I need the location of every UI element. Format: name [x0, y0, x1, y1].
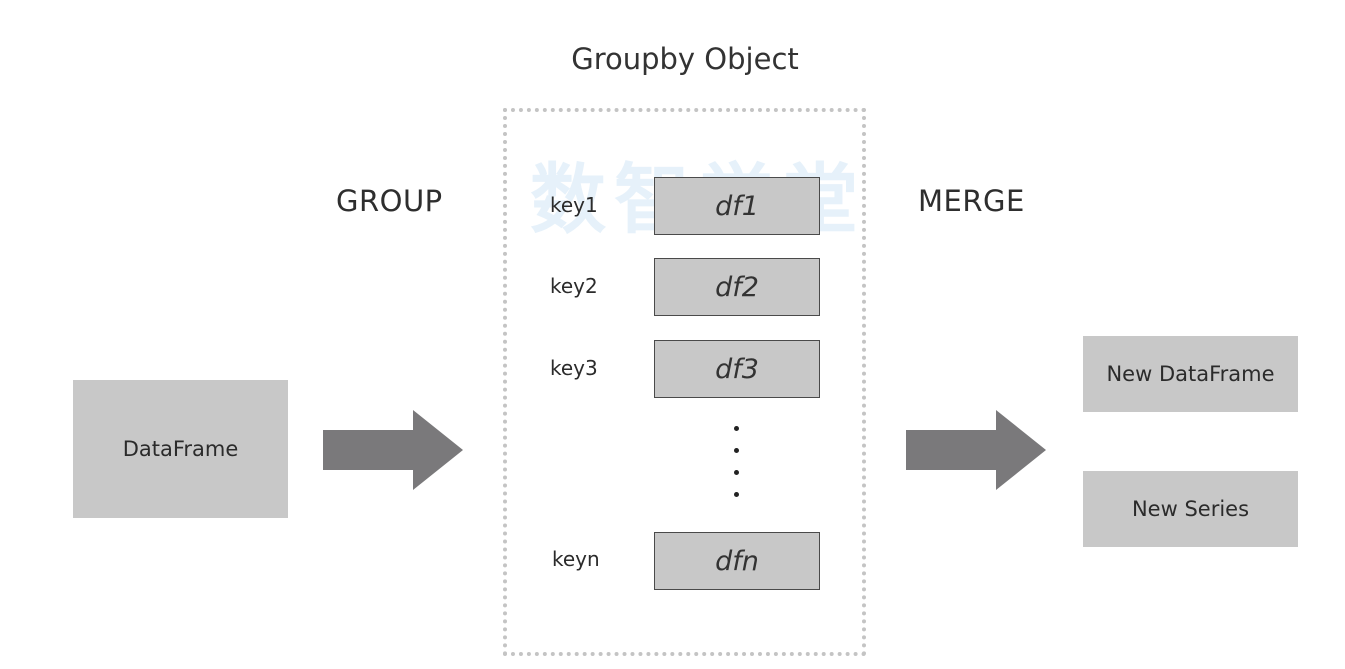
group-df-box: dfn: [654, 532, 820, 590]
group-df-box: df2: [654, 258, 820, 316]
group-key-label: keyn: [552, 547, 600, 571]
group-df-label: df1: [715, 190, 759, 222]
group-df-box: df1: [654, 177, 820, 235]
ellipsis-icon: [733, 420, 741, 500]
group-df-label: df3: [715, 353, 759, 385]
group-key-label: key1: [550, 193, 598, 217]
ellipsis-dot: [734, 492, 739, 497]
output-label: New Series: [1131, 497, 1250, 521]
group-df-label: df2: [715, 271, 759, 303]
input-dataframe-label: DataFrame: [122, 437, 239, 461]
group-df-box: df3: [654, 340, 820, 398]
output-label: New DataFrame: [1106, 362, 1275, 386]
group-key-label: key2: [550, 274, 598, 298]
group-arrow-icon: [323, 410, 463, 490]
merge-arrow-icon: [906, 410, 1046, 490]
merge-label: MERGE: [918, 184, 1025, 218]
diagram-title: Groupby Object: [571, 42, 799, 76]
group-key-label: key3: [550, 356, 598, 380]
ellipsis-dot: [734, 470, 739, 475]
ellipsis-dot: [734, 426, 739, 431]
group-label: GROUP: [336, 184, 443, 218]
input-dataframe-box: DataFrame: [73, 380, 288, 518]
output-new-dataframe-box: New DataFrame: [1083, 336, 1298, 412]
output-new-series-box: New Series: [1083, 471, 1298, 547]
ellipsis-dot: [734, 448, 739, 453]
groupby-object-frame: [503, 108, 866, 656]
group-df-label: dfn: [715, 545, 759, 577]
